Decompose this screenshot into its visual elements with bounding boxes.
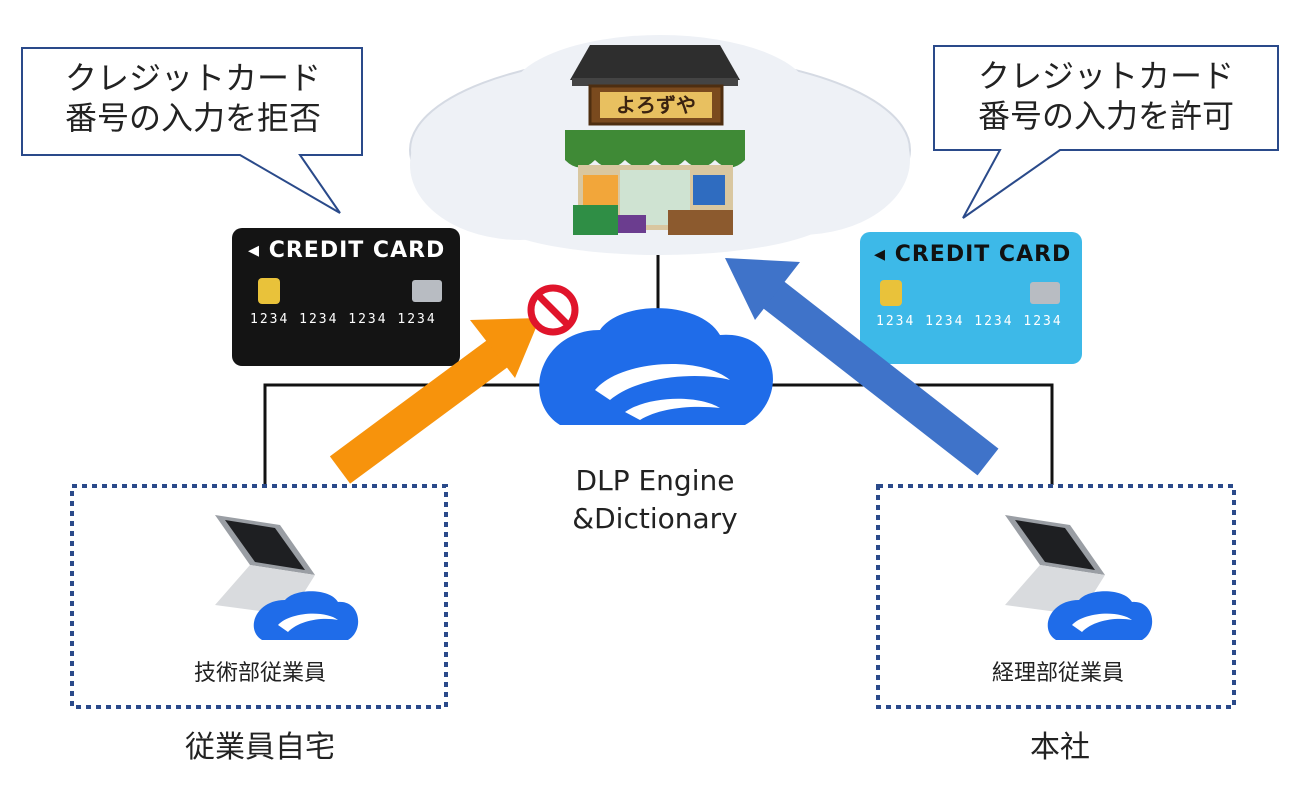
callout-right-line2: 番号の入力を許可 <box>977 97 1234 135</box>
card-right-label: ◂ CREDIT CARD <box>874 242 1072 267</box>
zscaler-client-right-icon <box>1047 591 1153 640</box>
callout-right-text: クレジットカード 番号の入力を許可 <box>940 56 1272 136</box>
endpoint-left-user: 技術部従業員 <box>193 661 326 686</box>
callout-left-text: クレジットカード 番号の入力を拒否 <box>28 58 358 138</box>
endpoint-right-user: 経理部従業員 <box>991 661 1124 686</box>
blocked-icon <box>527 284 579 336</box>
store-icon <box>565 45 745 235</box>
zscaler-logo-icon <box>539 308 773 425</box>
credit-card-left <box>232 228 460 366</box>
callout-left-bubble <box>21 47 363 214</box>
engine-label: DLP Engine &Dictionary <box>530 462 780 538</box>
callout-left-line2: 番号の入力を拒否 <box>64 99 321 137</box>
location-right: 本社 <box>1030 730 1090 765</box>
card-left-label: ◂ CREDIT CARD <box>248 238 446 263</box>
callout-left-line1: クレジットカード <box>64 59 321 97</box>
cloud <box>409 35 911 255</box>
callout-right-bubble <box>933 45 1279 219</box>
allowed-arrow <box>725 258 999 476</box>
card-left-number: 1234 1234 1234 1234 <box>250 312 437 327</box>
blocked-arrow <box>329 318 540 484</box>
engine-line1: DLP Engine <box>575 464 735 497</box>
engine-line2: &Dictionary <box>572 502 738 535</box>
store-sign: よろずや <box>616 93 696 117</box>
location-left: 従業員自宅 <box>185 730 335 765</box>
card-right-number: 1234 1234 1234 1234 <box>876 314 1063 329</box>
endpoint-box-right <box>876 484 1236 709</box>
zscaler-client-left-icon <box>253 591 359 640</box>
callout-right-line1: クレジットカード <box>977 57 1234 95</box>
credit-card-right <box>860 232 1082 364</box>
endpoint-box-left <box>70 484 448 709</box>
